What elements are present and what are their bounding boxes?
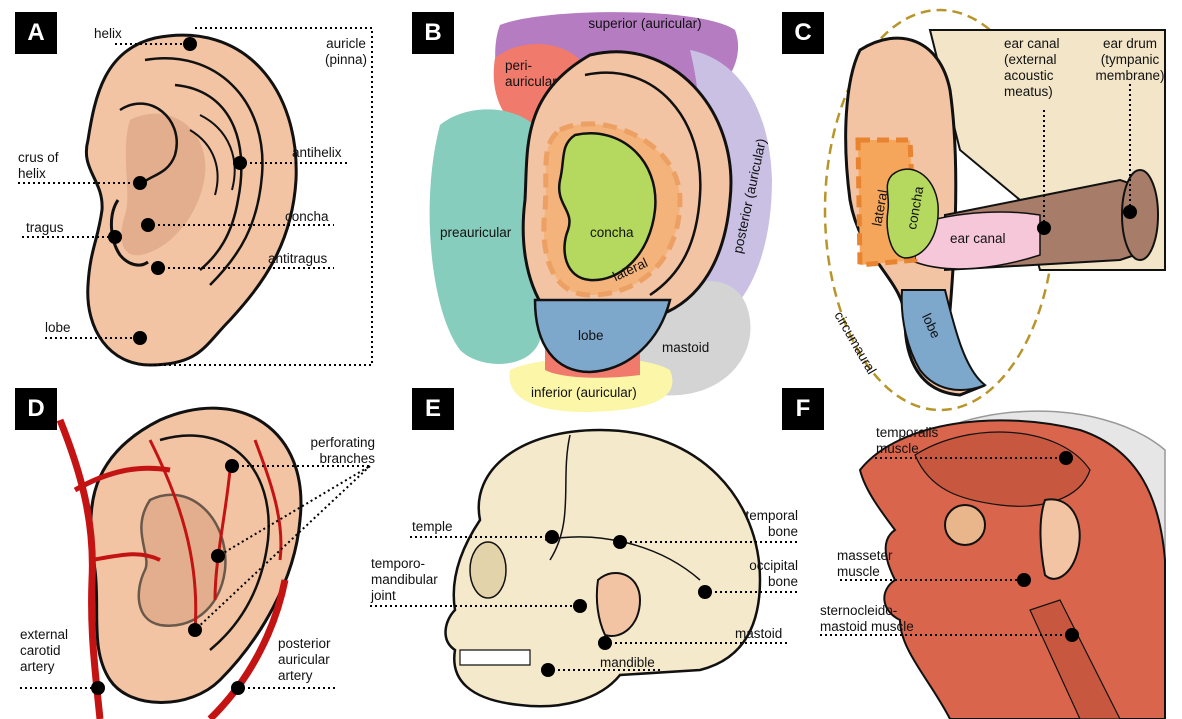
dot-scm <box>1065 628 1079 642</box>
label-scm: sternocleido- mastoid muscle <box>820 603 914 635</box>
label-temporalis: temporalis muscle <box>876 425 938 457</box>
eye-f <box>945 505 985 545</box>
dot-temporalis <box>1059 451 1073 465</box>
label-masseter: masseter muscle <box>837 548 893 580</box>
dot-masseter <box>1017 573 1031 587</box>
